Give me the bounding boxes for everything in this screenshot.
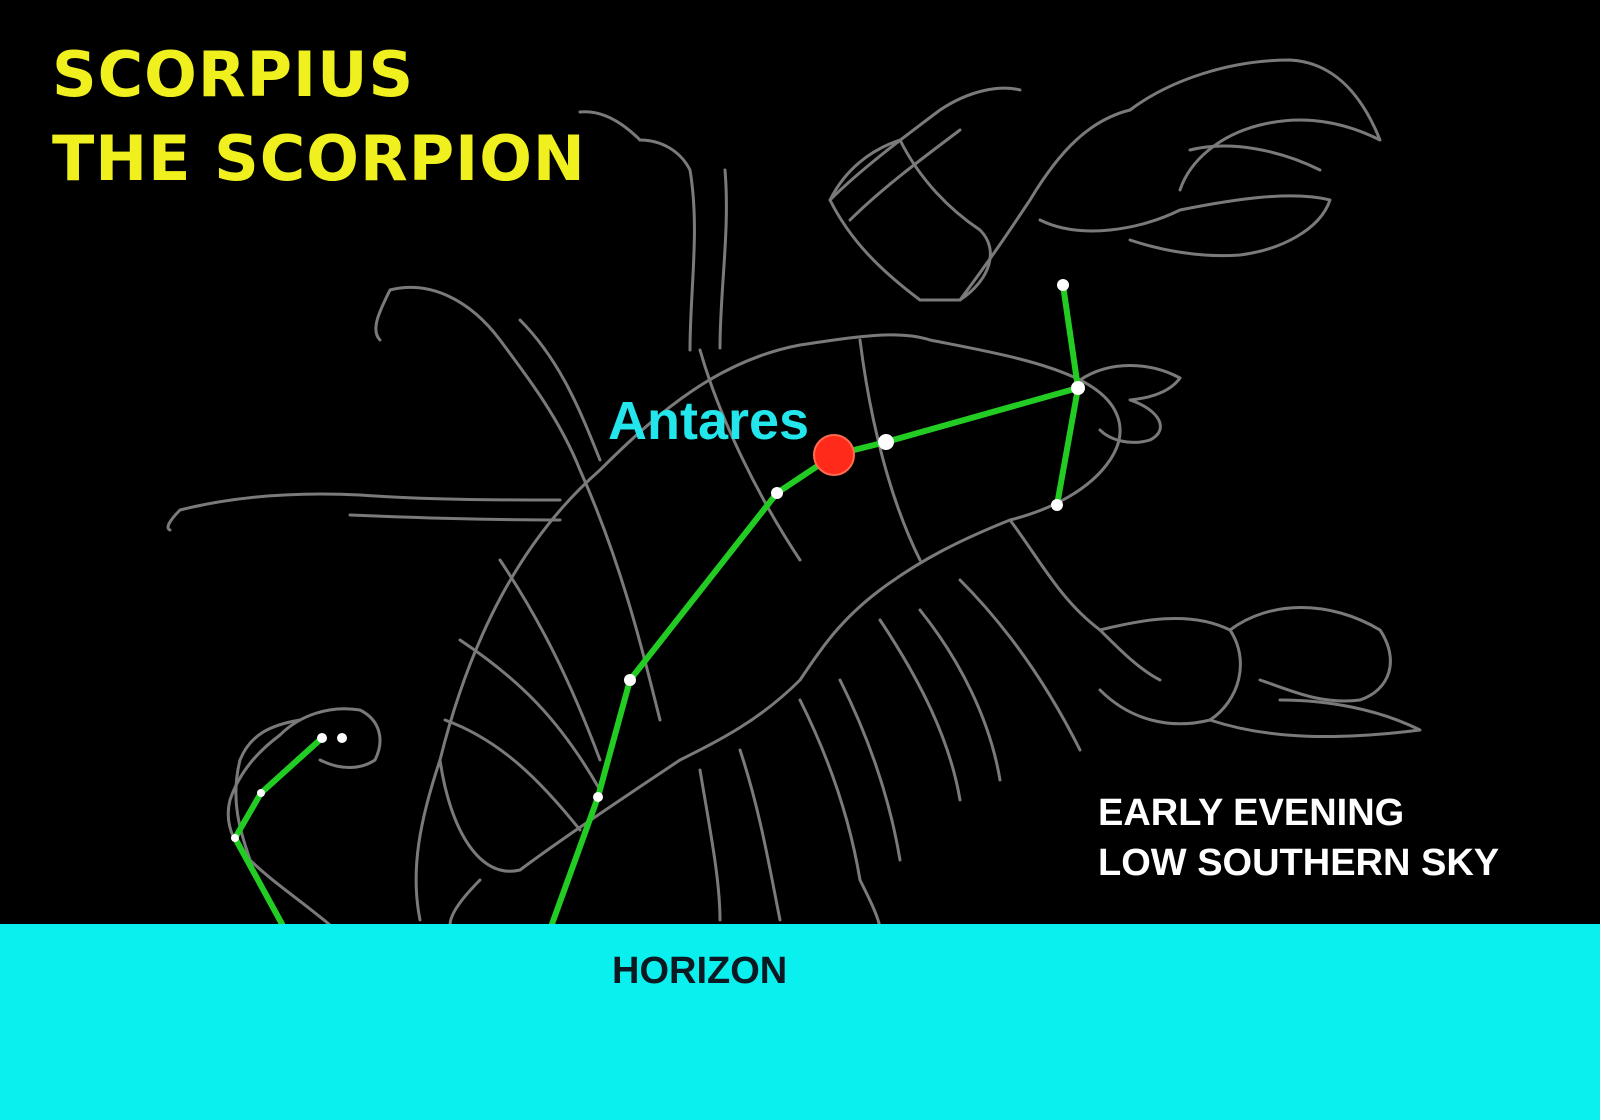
title-line-2: THE SCORPION — [52, 122, 586, 195]
star — [231, 834, 239, 842]
star — [337, 733, 347, 743]
constellation-lines — [231, 282, 1082, 927]
title-line-1: SCORPIUS — [52, 38, 415, 111]
star — [771, 487, 783, 499]
star — [624, 674, 636, 686]
star — [593, 792, 603, 802]
horizon-label: HORIZON — [612, 950, 788, 992]
star — [257, 789, 265, 797]
stars — [231, 279, 1085, 842]
star — [1057, 279, 1069, 291]
star — [1071, 381, 1085, 395]
horizon-band — [0, 924, 1600, 1120]
note-line-1: EARLY EVENING — [1098, 792, 1405, 834]
antares-label: Antares — [608, 391, 810, 451]
antares-star — [813, 434, 855, 476]
star — [878, 434, 894, 450]
star — [1051, 499, 1063, 511]
scorpion-illustration — [166, 58, 1422, 932]
star — [317, 733, 327, 743]
note-line-2: LOW SOUTHERN SKY — [1098, 842, 1500, 884]
